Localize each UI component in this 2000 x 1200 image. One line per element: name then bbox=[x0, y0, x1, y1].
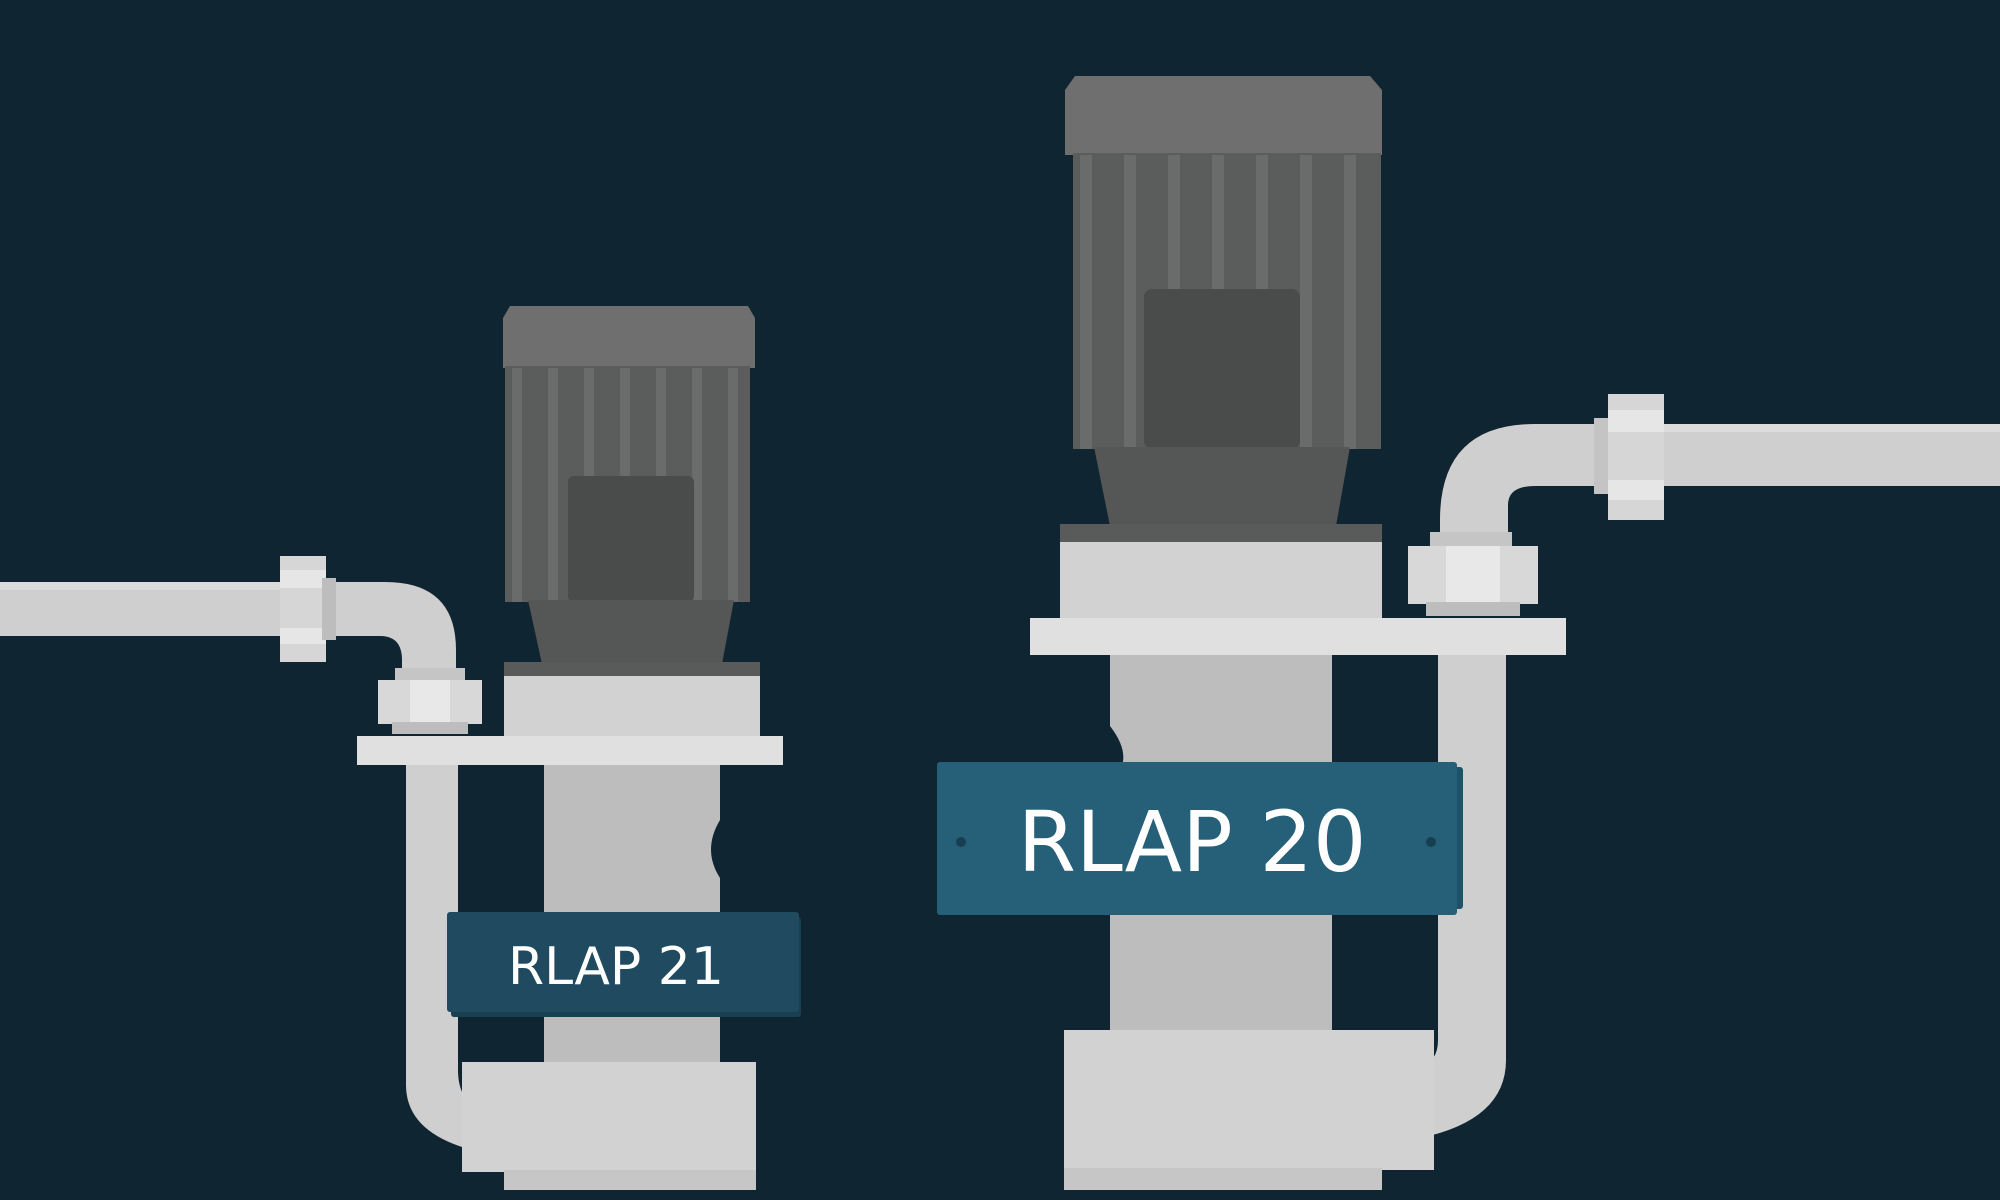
plate-rivet-left bbox=[956, 837, 966, 847]
pump-rlap-21: RLAP 21 bbox=[0, 306, 801, 1190]
nameplate-rlap-20: RLAP 20 bbox=[937, 762, 1463, 915]
label-rlap-20: RLAP 20 bbox=[1018, 793, 1367, 891]
left-inlet-pipe bbox=[0, 556, 456, 690]
right-outlet-pipe bbox=[1440, 394, 2000, 540]
left-coupling-nut bbox=[378, 668, 482, 734]
label-rlap-21: RLAP 21 bbox=[508, 937, 724, 997]
nameplate-rlap-21: RLAP 21 bbox=[447, 912, 801, 1017]
plate-rivet-right bbox=[1426, 837, 1436, 847]
left-return-pipe bbox=[406, 760, 480, 1152]
pump-rlap-20: RLAP 20 bbox=[937, 76, 2000, 1190]
left-pump-body bbox=[357, 676, 783, 1190]
right-coupling-nut bbox=[1408, 532, 1538, 616]
right-motor bbox=[1060, 76, 1382, 544]
left-motor bbox=[503, 306, 760, 678]
